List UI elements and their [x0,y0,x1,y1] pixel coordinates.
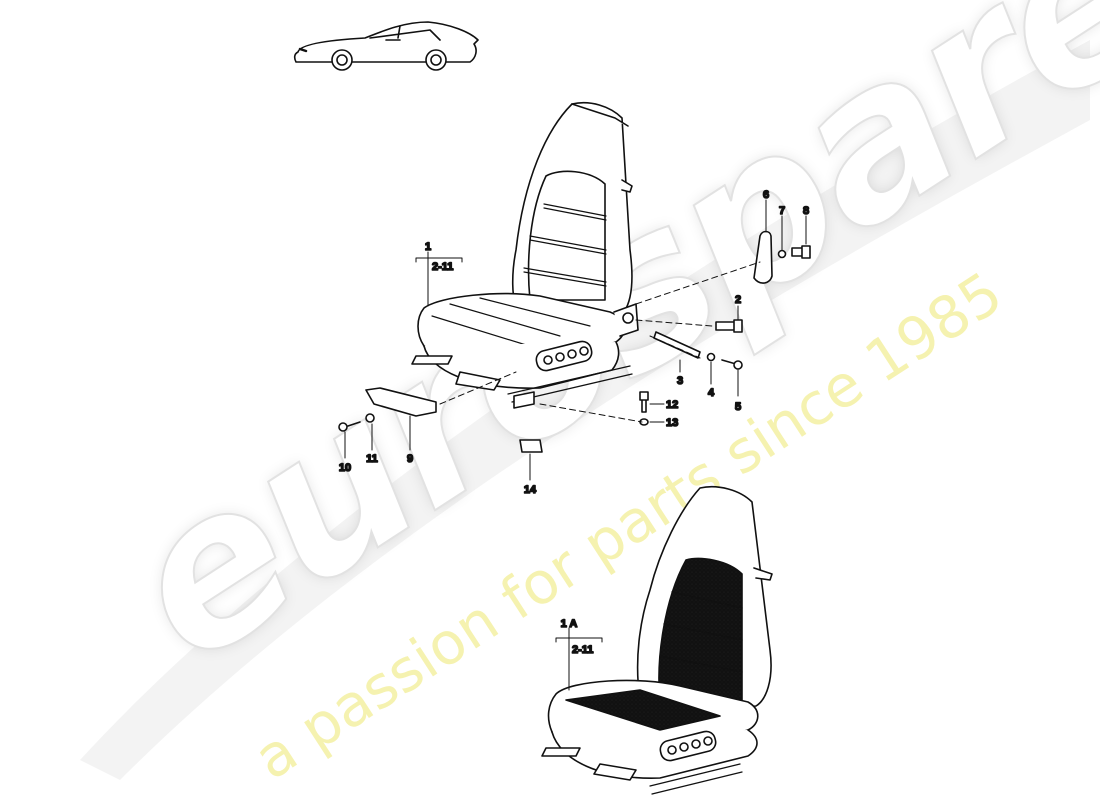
part-10-screw [338,421,361,432]
assembly-label-1a: 1 A [561,618,578,630]
part-6-cover [753,230,773,284]
assembly-range-1: 2-11 [432,261,453,273]
part-12-bolt [639,391,649,413]
part-4-washer [706,352,716,362]
callout-3: 3 [677,375,683,387]
callout-14: 14 [524,484,537,496]
seat-alternate [541,486,773,795]
callout-5: 5 [735,401,741,413]
callout-2: 2 [735,294,741,306]
part-5-screw [721,359,743,370]
callout-13: 13 [666,417,678,429]
part-14-plate [519,439,543,453]
callout-7: 7 [779,205,785,217]
part-8-bolt [791,245,811,259]
seat-main [411,102,639,409]
assembly-label-1: 1 [425,241,431,253]
callout-9: 9 [407,453,413,465]
callout-12: 12 [666,399,678,411]
part-9-trim [365,387,437,417]
callout-4: 4 [708,387,715,399]
assembly-range-1a: 2-11 [572,644,593,656]
callout-10: 10 [339,462,351,474]
callout-6: 6 [763,189,769,201]
callout-11: 11 [366,453,378,465]
car-side-icon [293,21,479,71]
part-7-washer [777,249,787,259]
part-3-pin [653,331,701,359]
callout-8: 8 [803,205,809,217]
part-2-bolt [715,319,743,333]
part-11-washer [365,413,375,423]
